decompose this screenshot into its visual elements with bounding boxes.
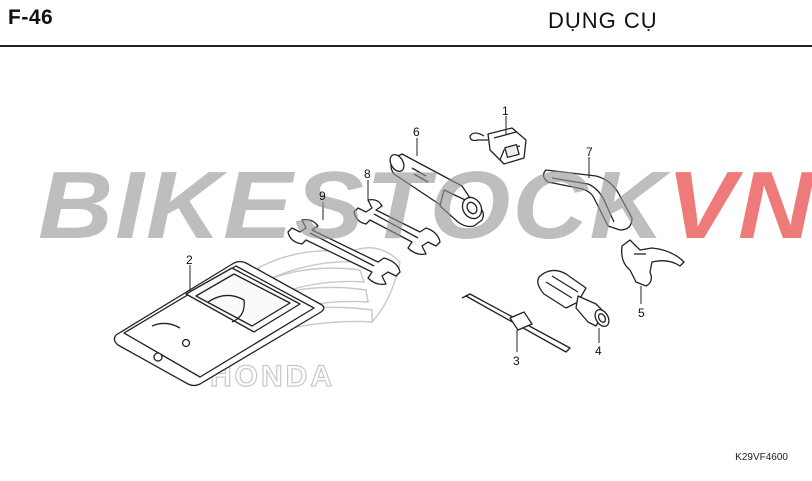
part-6-spark-plug-wrench [389, 153, 484, 228]
callout-9: 9 [319, 189, 326, 203]
callout-7: 7 [586, 145, 593, 159]
part-4-screwdriver-handle [537, 269, 610, 328]
part-1-fuse [469, 127, 527, 165]
diagram-title: DỤNG CỤ [548, 8, 658, 33]
part-5-hook-wrench [621, 239, 685, 287]
part-9-wrench [287, 218, 401, 286]
drawing-reference-code: K29VF4600 [735, 452, 788, 463]
part-7-handle [542, 169, 633, 231]
watermark-part-a: BIKESTOCK [38, 152, 667, 260]
callout-6: 6 [413, 125, 420, 139]
diagram-code: F-46 [8, 6, 54, 29]
callout-2: 2 [186, 253, 193, 267]
callout-4: 4 [595, 344, 602, 358]
part-2-tool-bag [113, 260, 325, 387]
callout-3: 3 [513, 354, 520, 368]
watermark-part-b: VN [666, 152, 812, 260]
watermark-text: BIKESTOCKVN [38, 158, 812, 254]
part-8-wrench [353, 198, 441, 256]
callout-8: 8 [364, 167, 371, 181]
header-divider [0, 45, 812, 47]
callout-1: 1 [502, 104, 509, 118]
part-3-screwdriver-bit [461, 293, 571, 353]
callout-5: 5 [638, 306, 645, 320]
